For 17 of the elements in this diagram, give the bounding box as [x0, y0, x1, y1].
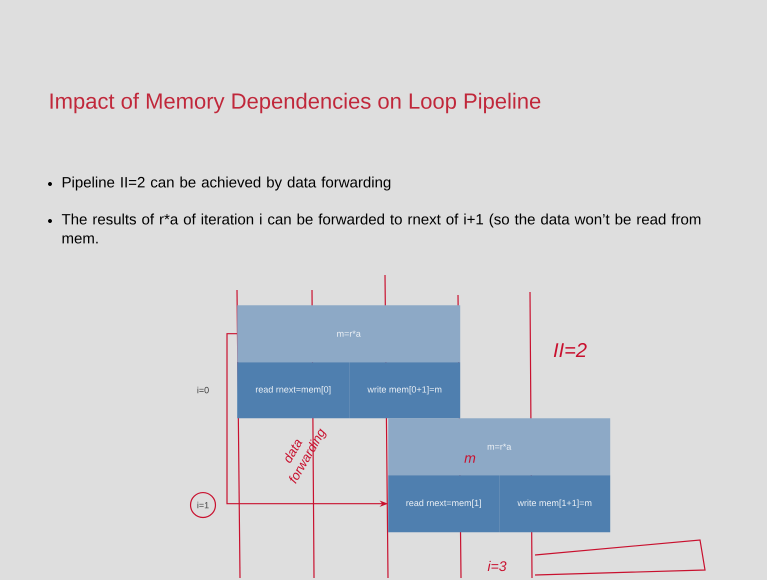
row-label: i=1 — [190, 492, 216, 518]
node-label: write mem[0+1]=m — [367, 386, 442, 394]
node-label: write mem[1+1]=m — [517, 500, 592, 508]
compute-stage: m=r*a — [237, 305, 460, 362]
row-label: i=0 — [197, 386, 209, 394]
read-stage: read rnext=mem[1] — [388, 475, 500, 532]
write-stage: write mem[1+1]=m — [499, 475, 610, 532]
node-label: read rnext=mem[0] — [256, 386, 330, 394]
handwritten-note: i=3 — [488, 560, 506, 572]
write-stage: write mem[0+1]=m — [349, 362, 460, 418]
bullet-text: Pipeline II=2 can be achieved by data forwarding — [62, 176, 390, 190]
handwritten-note: m — [464, 455, 476, 463]
read-stage: read rnext=mem[0] — [237, 362, 350, 418]
handwritten-note: II=2 — [554, 343, 587, 357]
bullet-text: The results of r*a of iteration i can be forwarded to rnext of i+1 (so the data won’t be read from mem. — [62, 214, 700, 244]
node-label: read rnext=mem[1] — [406, 500, 481, 508]
title: Impact of Memory Dependencies on Loop Pipeline — [50, 92, 540, 114]
